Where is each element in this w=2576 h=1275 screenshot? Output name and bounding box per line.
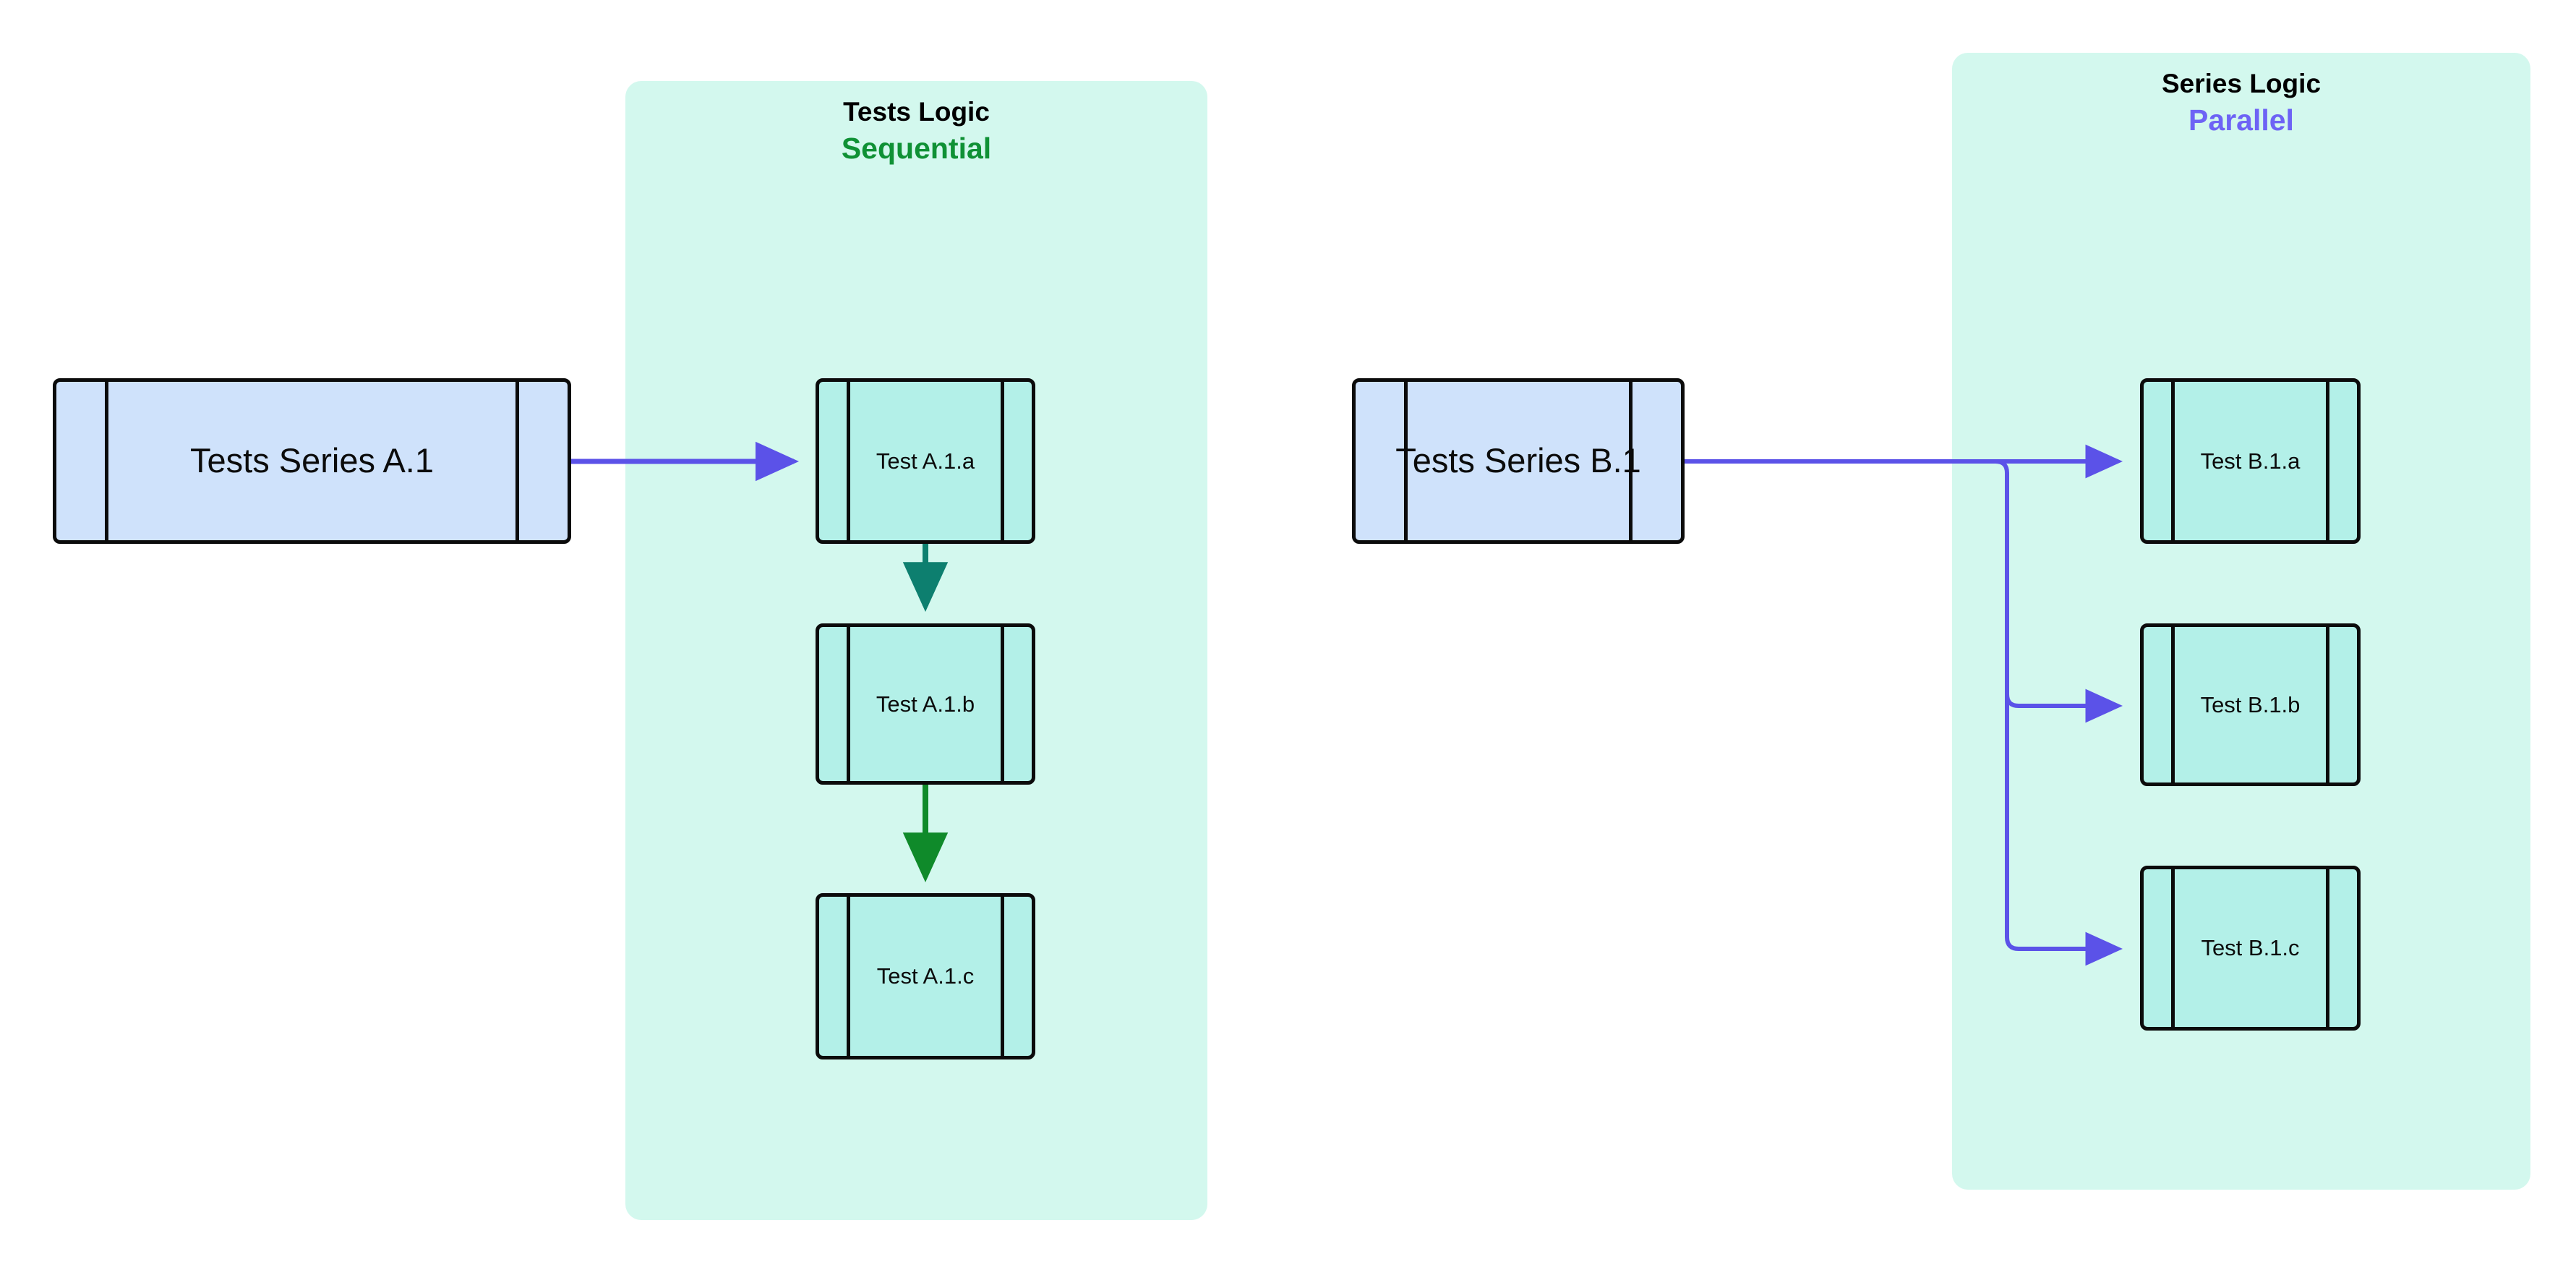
node-label: Tests Series B.1 bbox=[1395, 441, 1641, 480]
subroutine-right-bar bbox=[2326, 623, 2329, 786]
subroutine-left-bar bbox=[2171, 378, 2175, 544]
subroutine-right-bar bbox=[2326, 866, 2329, 1031]
node-label: Test B.1.a bbox=[2200, 448, 2301, 474]
node-label: Tests Series A.1 bbox=[190, 441, 434, 480]
group-title-tests-logic: Tests Logic bbox=[843, 97, 990, 127]
group-title-series-logic: Series Logic bbox=[2161, 69, 2322, 98]
subroutine-right-bar bbox=[1001, 623, 1004, 785]
group-subtitle-parallel: Parallel bbox=[2188, 103, 2294, 137]
node-test-b1a[interactable]: Test B.1.a bbox=[2140, 378, 2361, 544]
subroutine-left-bar bbox=[847, 623, 850, 785]
subroutine-right-bar bbox=[1001, 378, 1004, 544]
subroutine-left-bar bbox=[847, 893, 850, 1059]
node-test-a1c[interactable]: Test A.1.c bbox=[816, 893, 1035, 1059]
node-label: Test A.1.a bbox=[876, 448, 975, 474]
node-test-b1b[interactable]: Test B.1.b bbox=[2140, 623, 2361, 786]
subroutine-right-bar bbox=[2326, 378, 2329, 544]
subroutine-right-bar bbox=[1001, 893, 1004, 1059]
node-test-a1a[interactable]: Test A.1.a bbox=[816, 378, 1035, 544]
node-tests-series-b1[interactable]: Tests Series B.1 bbox=[1352, 378, 1685, 544]
subroutine-right-bar bbox=[515, 378, 519, 544]
node-test-b1c[interactable]: Test B.1.c bbox=[2140, 866, 2361, 1031]
node-label: Test B.1.b bbox=[2200, 691, 2301, 717]
node-test-a1b[interactable]: Test A.1.b bbox=[816, 623, 1035, 785]
subroutine-left-bar bbox=[105, 378, 108, 544]
subroutine-left-bar bbox=[2171, 866, 2175, 1031]
node-label: Test A.1.b bbox=[876, 691, 975, 717]
subroutine-left-bar bbox=[847, 378, 850, 544]
node-label: Test A.1.c bbox=[876, 963, 975, 989]
subroutine-right-bar bbox=[1629, 378, 1633, 544]
node-label: Test B.1.c bbox=[2201, 935, 2300, 961]
node-tests-series-a1[interactable]: Tests Series A.1 bbox=[53, 378, 571, 544]
subroutine-left-bar bbox=[1404, 378, 1408, 544]
subroutine-left-bar bbox=[2171, 623, 2175, 786]
group-subtitle-sequential: Sequential bbox=[841, 132, 992, 165]
